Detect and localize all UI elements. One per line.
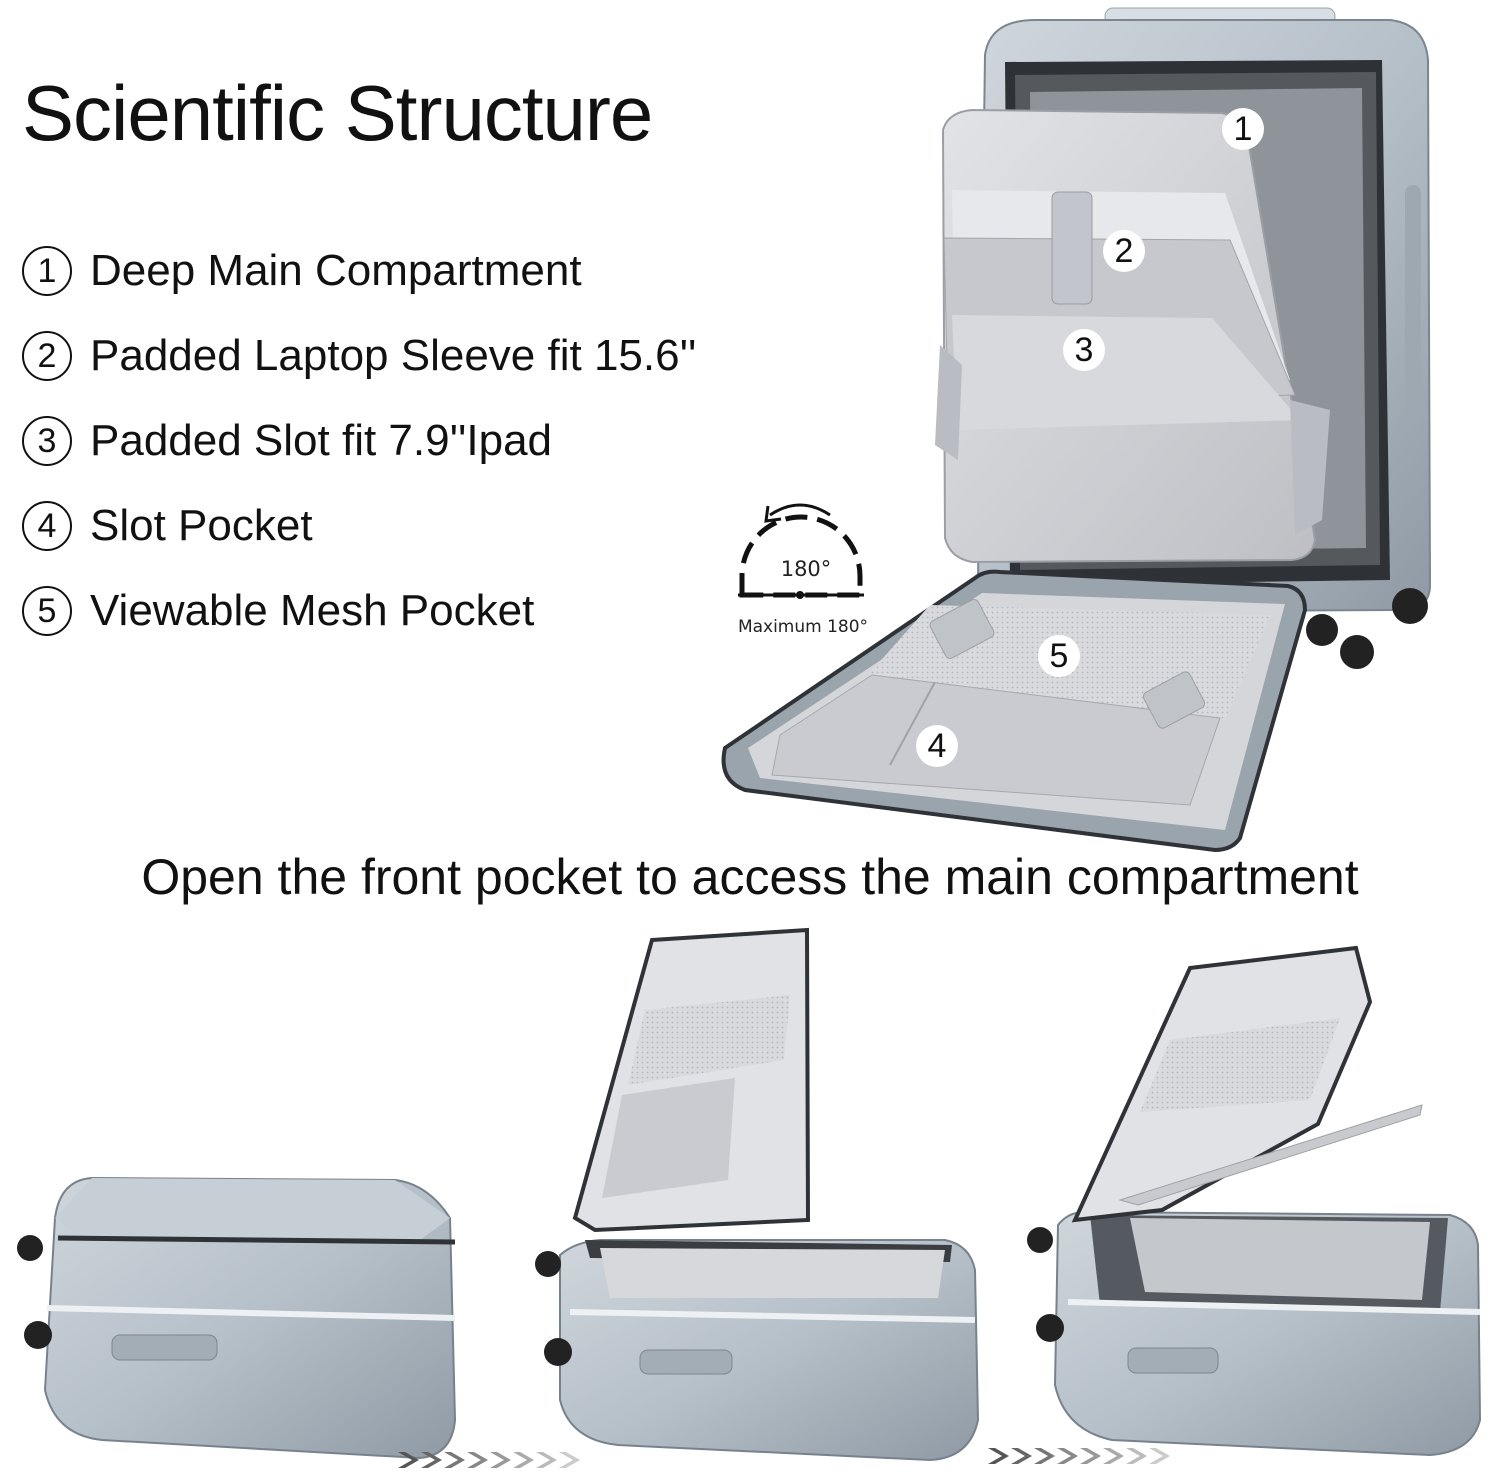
product-markers: 1 2 3 4 5 <box>916 108 1264 767</box>
marker-4: 4 <box>928 727 947 765</box>
feature-number: 1 <box>22 245 72 296</box>
feature-item-deep-main-compartment: 1 Deep Main Compartment <box>22 228 782 313</box>
hinge-angle-label: 180° <box>781 557 832 581</box>
feature-number: 2 <box>22 330 72 381</box>
caption: Open the front pocket to access the main… <box>141 849 1359 905</box>
marker-2: 2 <box>1115 232 1134 270</box>
chevrons-right-icon <box>988 1448 1170 1464</box>
chevrons-right-icon <box>398 1452 580 1468</box>
feature-number: 3 <box>22 415 72 466</box>
feature-number: 5 <box>22 585 72 636</box>
suitcase-main-open <box>1027 945 1482 1457</box>
hinge-180-diagram: 180° Maximum 180° <box>738 503 868 637</box>
marker-1: 1 <box>1234 110 1253 148</box>
feature-label: Padded Slot fit 7.9''Ipad <box>90 415 553 465</box>
main-suitcase-open <box>721 7 1432 853</box>
feature-item-mesh-pocket: 5 Viewable Mesh Pocket <box>22 568 782 653</box>
suitcase-front-open <box>535 927 980 1462</box>
marker-3: 3 <box>1075 331 1094 369</box>
feature-label: Padded Laptop Sleeve fit 15.6'' <box>90 330 697 380</box>
feature-number: 4 <box>22 500 72 551</box>
feature-list: 1 Deep Main Compartment 2 Padded Laptop … <box>22 228 782 653</box>
marker-5: 5 <box>1050 637 1069 675</box>
hinge-caption: Maximum 180° <box>738 617 868 637</box>
feature-label: Deep Main Compartment <box>90 245 582 295</box>
feature-label: Viewable Mesh Pocket <box>90 585 535 635</box>
feature-item-laptop-sleeve: 2 Padded Laptop Sleeve fit 15.6'' <box>22 313 782 398</box>
rotation-arrow-icon <box>769 503 831 517</box>
feature-item-ipad-slot: 3 Padded Slot fit 7.9''Ipad <box>22 398 782 483</box>
feature-item-slot-pocket: 4 Slot Pocket <box>22 483 782 568</box>
page-title: Scientific Structure <box>22 69 653 157</box>
feature-label: Slot Pocket <box>90 500 313 550</box>
suitcase-closed <box>17 1176 457 1460</box>
